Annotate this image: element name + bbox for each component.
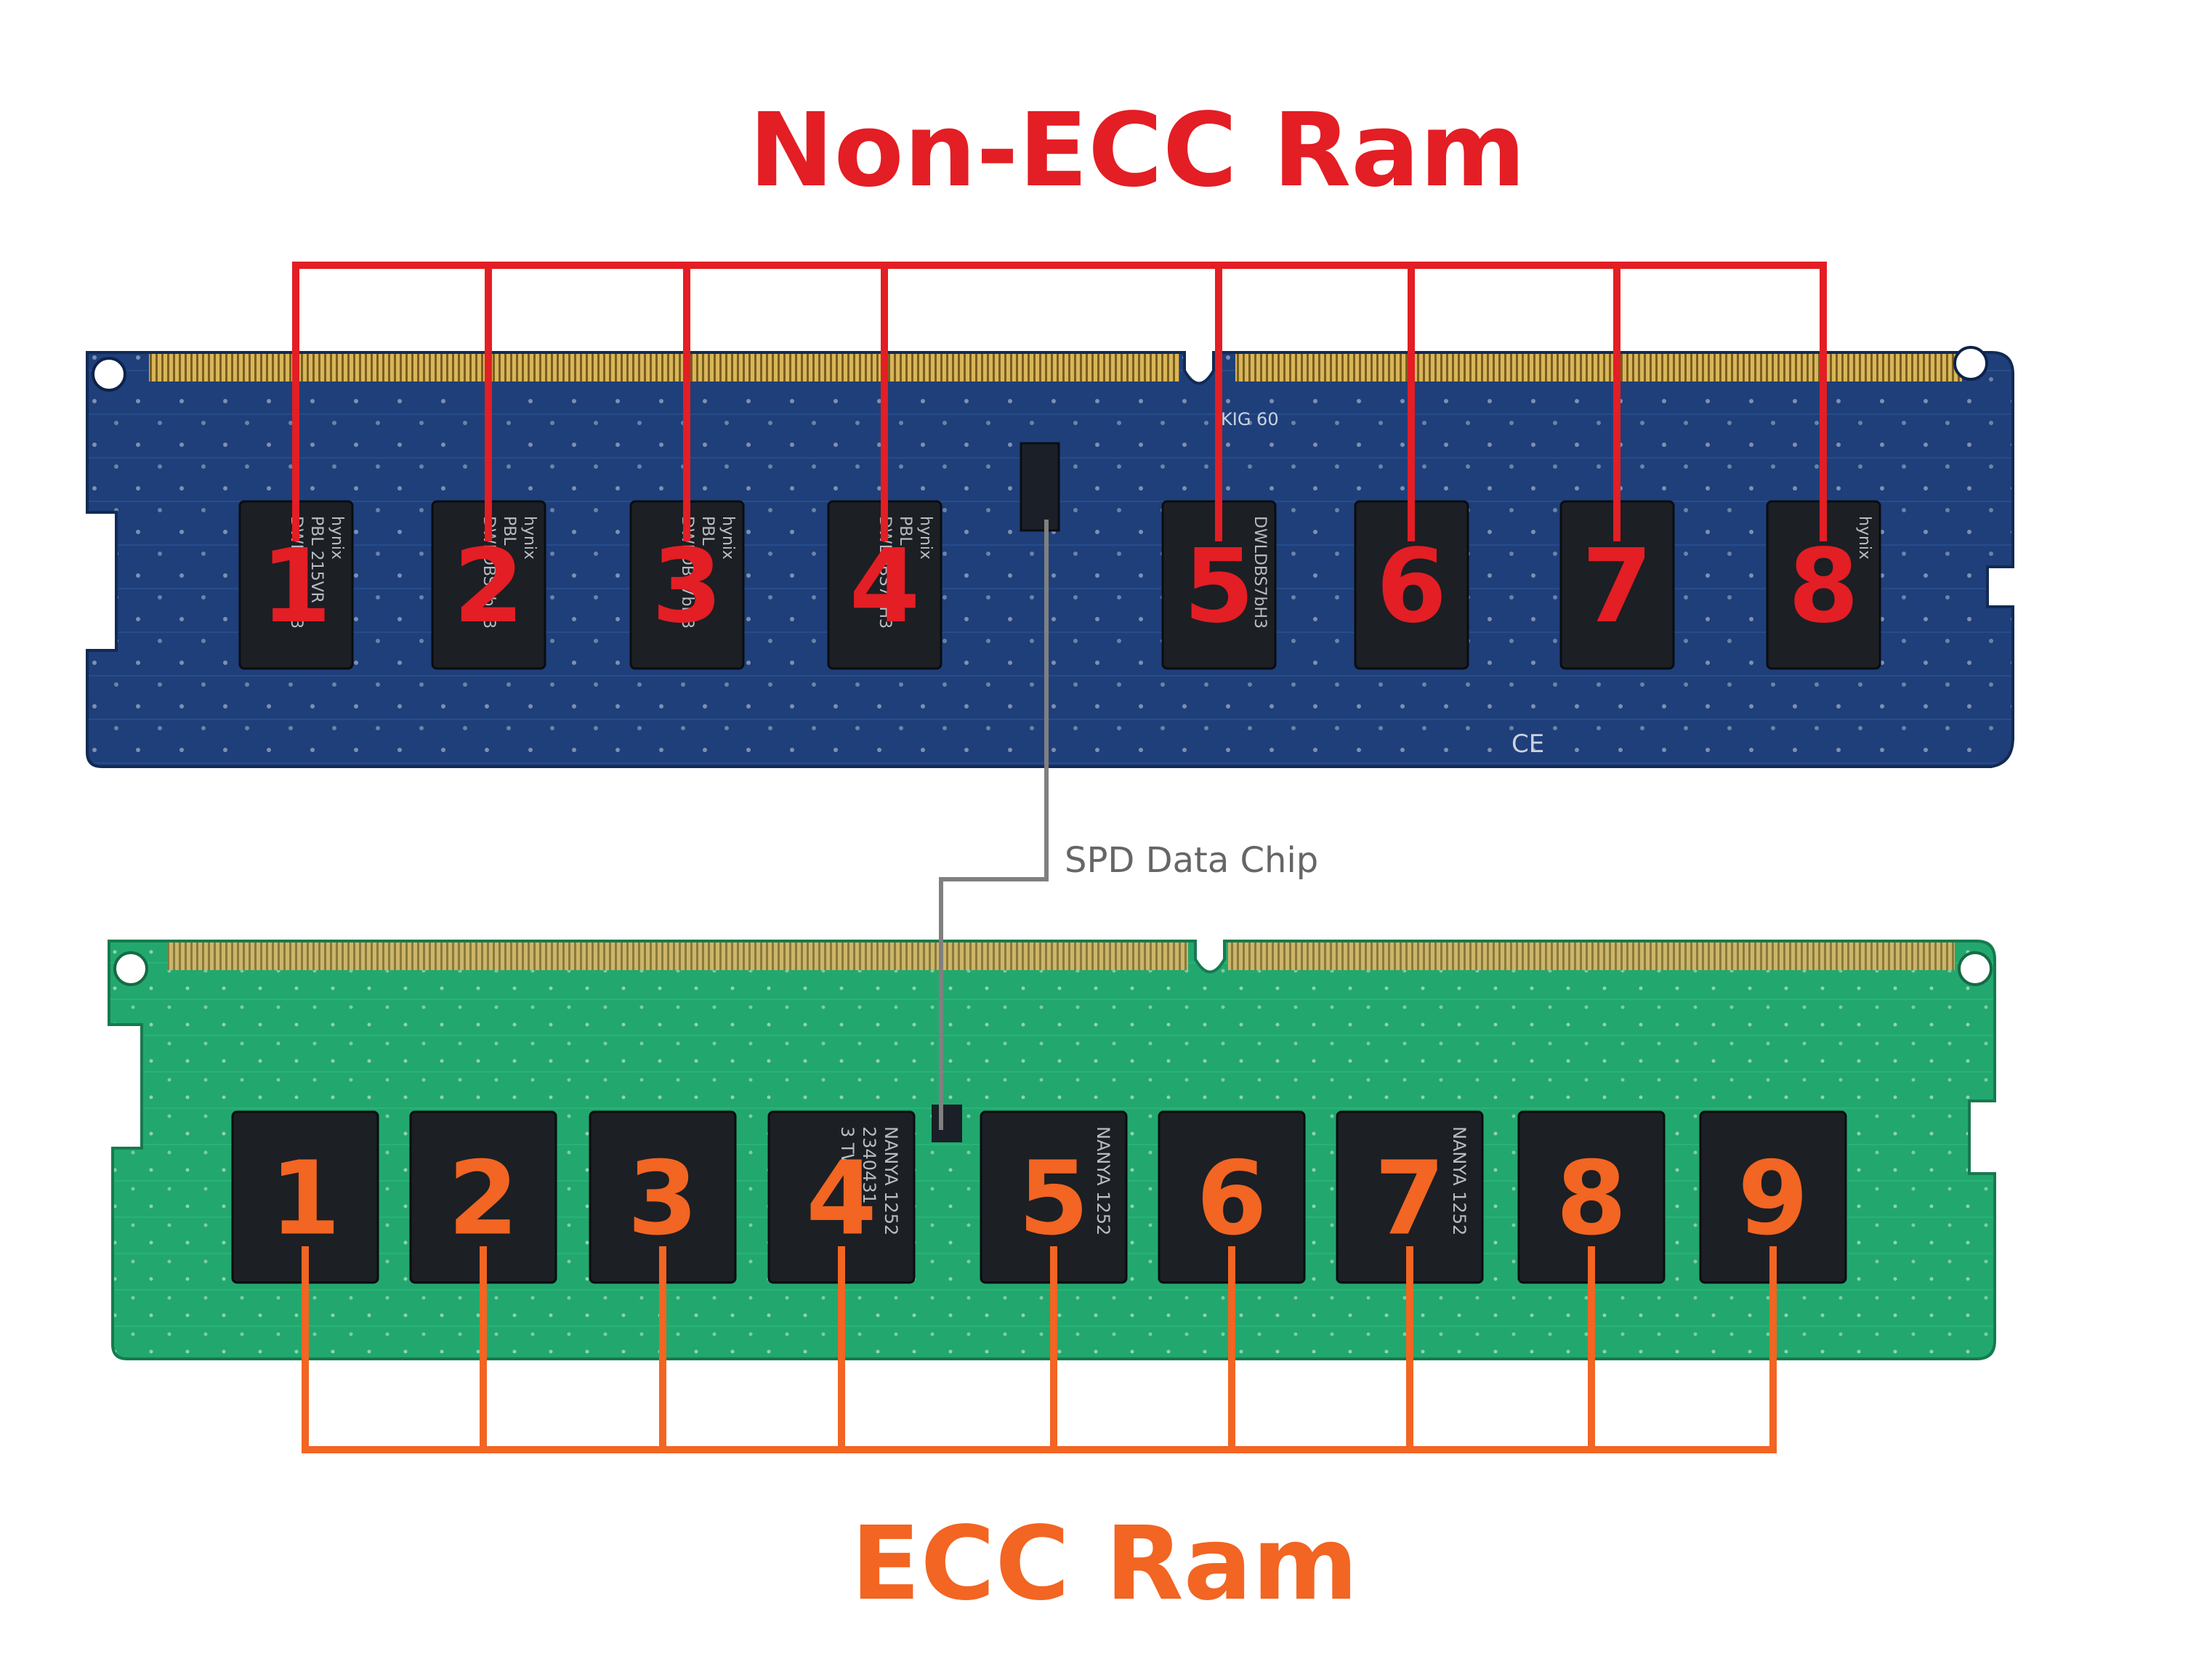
non-ecc-gold-contacts-left xyxy=(149,354,1179,382)
non-ecc-chip-marking: hynix xyxy=(1855,516,1873,560)
non-ecc-chip-marking: hynix xyxy=(916,516,935,560)
ecc-chip-number: 2 xyxy=(448,1140,518,1259)
non-ecc-chip-number: 3 xyxy=(652,528,722,646)
ecc-chip-number: 9 xyxy=(1737,1140,1808,1259)
ecc-chip: 6 xyxy=(1158,1110,1306,1284)
ecc-chip-marking: 2340431 xyxy=(859,1126,879,1204)
non-ecc-chip-marking: PBL xyxy=(698,516,717,546)
non-ecc-chip-marking: hynix xyxy=(328,516,346,560)
non-ecc-chip-number: 8 xyxy=(1788,528,1859,646)
non-ecc-chip-number: 6 xyxy=(1376,528,1447,646)
ecc-chip-number: 7 xyxy=(1374,1140,1445,1259)
non-ecc-chip: 6 xyxy=(1354,500,1469,670)
non-ecc-notch-hole-left xyxy=(92,357,126,392)
ecc-chip-number: 8 xyxy=(1556,1140,1626,1259)
non-ecc-title: Non-ECC Ram xyxy=(748,92,1525,210)
ecc-notch-hole-right xyxy=(1958,951,1993,986)
ecc-chip-marking: NANYA 1252 xyxy=(1449,1126,1469,1235)
ecc-chip-marking: NANYA 1252 xyxy=(881,1126,901,1235)
non-ecc-chip-number: 1 xyxy=(261,528,331,646)
ecc-bracket xyxy=(302,1246,1777,1453)
non-ecc-notch-hole-right xyxy=(1953,346,1988,381)
non-ecc-chip-number: 4 xyxy=(849,528,920,646)
non-ecc-pcb-mark: KIG 60 xyxy=(1221,409,1279,429)
non-ecc-chip-marking: PBL xyxy=(500,516,518,546)
ecc-chip-number: 3 xyxy=(627,1140,698,1259)
non-ecc-spd-chip xyxy=(1020,442,1060,532)
non-ecc-chip: 7 xyxy=(1559,500,1675,670)
ecc-title: ECC Ram xyxy=(851,1505,1358,1623)
non-ecc-chip-number: 2 xyxy=(453,528,524,646)
ecc-chip: 2 xyxy=(409,1110,557,1284)
ecc-chip-marking: NANYA 1252 xyxy=(1093,1126,1113,1235)
non-ecc-chip-marking: DWLDBS7bH3 xyxy=(1251,516,1269,629)
non-ecc-ce-mark: CE xyxy=(1511,730,1544,759)
non-ecc-chip-marking: hynix xyxy=(520,516,538,560)
non-ecc-chip-marking: PBL 215VR xyxy=(307,516,326,603)
ecc-chip: 8 xyxy=(1517,1110,1666,1284)
ecc-chip-number: 5 xyxy=(1018,1140,1089,1259)
ecc-spd-chip xyxy=(932,1105,962,1142)
non-ecc-bracket xyxy=(292,262,1827,541)
ecc-gold-contacts-right xyxy=(1228,942,1955,970)
ecc-chip-number: 1 xyxy=(270,1140,340,1259)
non-ecc-chip-marking: PBL xyxy=(896,516,914,546)
ecc-chip: 1 xyxy=(231,1110,379,1284)
non-ecc-gold-contacts-right xyxy=(1235,354,1962,382)
ecc-chip-number: 4 xyxy=(806,1140,876,1259)
ecc-gold-contacts-left xyxy=(167,942,1188,970)
non-ecc-chip-number: 7 xyxy=(1582,528,1652,646)
ecc-chip-number: 6 xyxy=(1196,1140,1267,1259)
spd-data-chip-label: SPD Data Chip xyxy=(1065,840,1318,881)
non-ecc-pcb xyxy=(86,351,2014,768)
non-ecc-chip-marking: hynix xyxy=(719,516,737,560)
ecc-notch-hole-left xyxy=(113,951,148,986)
spd-leader-line xyxy=(939,520,1049,1130)
ecc-chip-marking: 3 TW xyxy=(837,1126,857,1171)
non-ecc-chip-number: 5 xyxy=(1184,528,1254,646)
ecc-chip: 9 xyxy=(1699,1110,1847,1284)
